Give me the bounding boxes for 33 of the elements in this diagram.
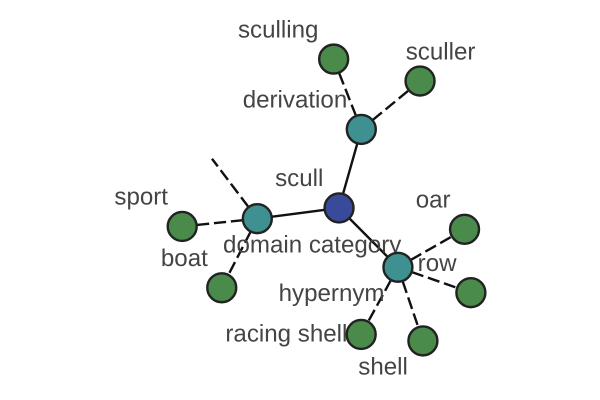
node-circle xyxy=(206,272,238,304)
connector xyxy=(402,281,420,328)
connector xyxy=(342,143,358,194)
node-circle xyxy=(455,276,487,308)
node-label: sculler xyxy=(406,38,476,66)
node-label: racing shell xyxy=(225,320,348,348)
node-circle xyxy=(242,202,273,234)
node-label: derivation xyxy=(242,86,348,114)
node-label: shell xyxy=(358,354,408,381)
node-circle xyxy=(166,210,198,242)
node-label: hypernym xyxy=(278,280,385,308)
node-circle xyxy=(346,114,377,146)
connector xyxy=(372,89,410,122)
node-circle xyxy=(323,192,355,224)
connector xyxy=(338,72,358,116)
node-circle xyxy=(407,325,439,357)
node-label: sculling xyxy=(238,16,318,44)
connector xyxy=(410,236,452,261)
node-circle xyxy=(404,65,436,97)
connector xyxy=(196,218,243,226)
connector xyxy=(367,280,392,322)
node-circle xyxy=(318,43,350,75)
node-circle xyxy=(448,214,480,245)
node-label: boat xyxy=(160,245,208,272)
connector xyxy=(272,208,324,218)
node-label: oar xyxy=(416,186,451,214)
connector xyxy=(412,271,458,289)
node-label: sport xyxy=(114,184,168,211)
node-circle xyxy=(345,318,377,350)
node-label: scull xyxy=(275,165,324,192)
node-label: row xyxy=(418,250,457,277)
connector xyxy=(228,231,252,276)
connector xyxy=(211,158,250,208)
